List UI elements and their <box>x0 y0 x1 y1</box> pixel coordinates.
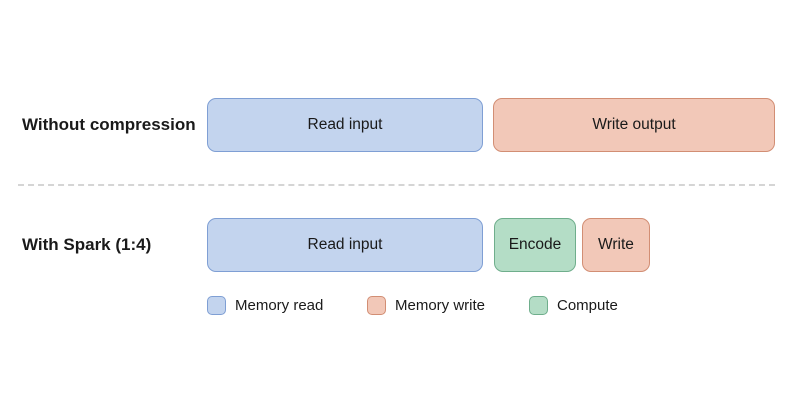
legend-item-compute: Compute <box>529 296 618 315</box>
memory-read-swatch-icon <box>207 296 226 315</box>
bar-read-input-without-compression: Read input <box>207 98 483 152</box>
bar-label: Write output <box>592 116 676 133</box>
legend-item-memory-write: Memory write <box>367 296 485 315</box>
row-label-without-compression: Without compression <box>22 115 196 134</box>
legend-item-memory-read: Memory read <box>207 296 323 315</box>
bar-encode-with-spark: Encode <box>494 218 576 272</box>
row-label-with-spark: With Spark (1:4) <box>22 235 152 254</box>
dashed-divider-line <box>18 184 775 186</box>
legend-label-memory-write: Memory write <box>395 297 486 314</box>
bar-read-input-with-spark: Read input <box>207 218 483 272</box>
bar-label: Read input <box>307 116 383 133</box>
bar-write-with-spark: Write <box>582 218 650 272</box>
bar-label: Read input <box>307 236 383 253</box>
compute-swatch-icon <box>529 296 548 315</box>
memory-write-swatch-icon <box>367 296 386 315</box>
bar-label: Write <box>598 236 634 253</box>
bar-write-output-without-compression: Write output <box>493 98 775 152</box>
legend-label-compute: Compute <box>557 297 618 314</box>
bar-label: Encode <box>508 236 562 253</box>
legend-label-memory-read: Memory read <box>235 297 324 314</box>
